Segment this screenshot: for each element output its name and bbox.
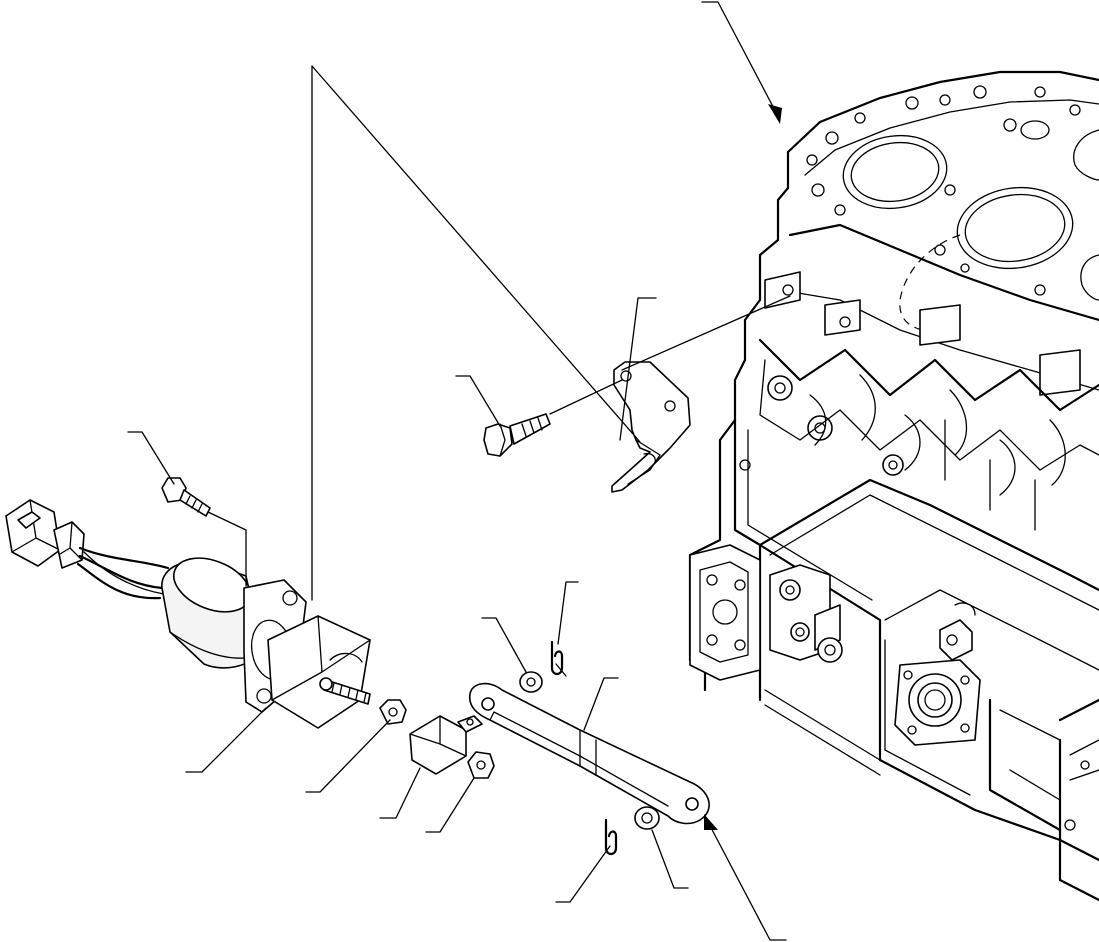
block-bosses [739,271,1081,476]
joint-block [409,715,483,775]
crankcase-panels [733,418,1099,902]
nut-lower [467,751,495,779]
arrow-head-icon [768,104,782,124]
cylinder-block [688,70,1099,902]
mounting-pads [689,544,881,776]
cylinder-bore [1073,129,1099,301]
cylinder-bore [956,186,1074,270]
snap-pin-upper [550,640,567,677]
bracket-bolt [483,413,551,457]
lever [468,682,710,825]
block-ribs [758,338,1099,531]
solenoid-bolt [161,477,211,517]
front-boss [894,602,981,746]
washer-upper [519,671,543,693]
bracket [611,361,691,493]
stop-solenoid [161,557,371,729]
leader-lines [127,1,791,941]
deck-holes [806,85,1081,296]
cylinder-bore [842,134,948,210]
nut-upper [379,699,407,725]
connector [5,499,170,600]
washer-lower [634,806,660,830]
arrow-head-icon [704,814,718,830]
snap-pin-lower [604,818,618,856]
